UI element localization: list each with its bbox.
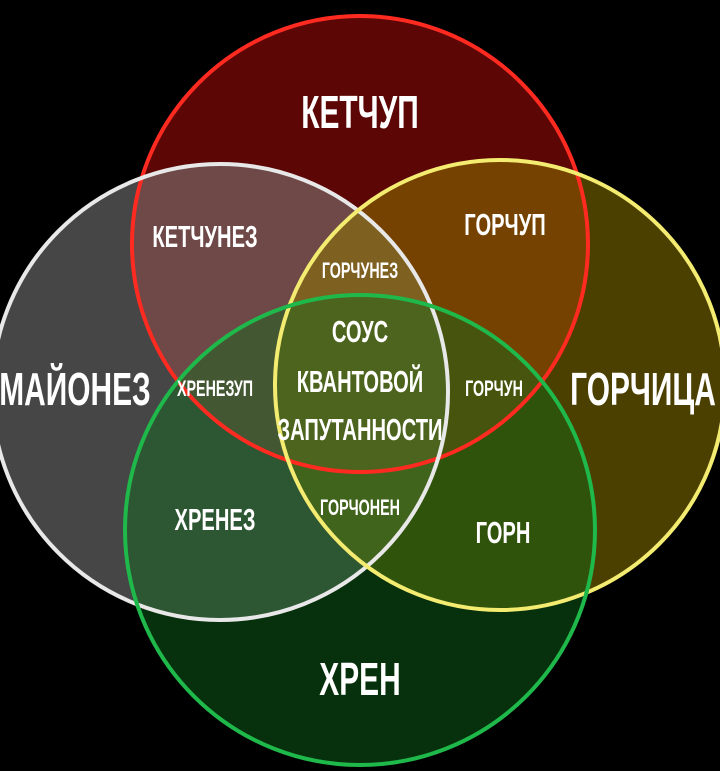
- label-center-line2: КВАНТОВОЙ: [297, 364, 424, 400]
- label-mayo: МАЙОНЕЗ: [0, 362, 151, 415]
- label-ketchup-mayo-mustard: ГОРЧУНЕЗ: [322, 258, 398, 283]
- label-ketchup: КЕТЧУП: [301, 88, 419, 139]
- label-mustard-horseradish: ГОРН: [476, 515, 531, 551]
- label-mustard: ГОРЧИЦА: [570, 365, 716, 416]
- mustard-outline: [273, 158, 720, 612]
- label-horseradish: ХРЕН: [319, 655, 400, 706]
- label-ketchup-mustard: ГОРЧУП: [464, 207, 545, 243]
- ketchup-outline: [130, 14, 590, 474]
- label-ketchup-mustard-horseradish: ГОРЧУН: [465, 376, 523, 401]
- horseradish-outline: [123, 293, 597, 767]
- mayo-outline: [0, 162, 450, 622]
- label-mayo-mustard-horseradish: ГОРЧОНЕН: [320, 495, 400, 520]
- label-ketchup-mayo: КЕТЧУНЕЗ: [152, 219, 257, 255]
- label-center-line3: ЗАПУТАННОСТИ: [277, 412, 442, 448]
- label-ketchup-mayo-horseradish: ХРЕНЕЗУП: [177, 376, 253, 401]
- label-mayo-horseradish: ХРЕНЕЗ: [175, 502, 256, 538]
- horseradish-circle: [125, 295, 595, 765]
- label-center-line1: СОУС: [332, 314, 388, 350]
- mustard-circle: [275, 160, 720, 610]
